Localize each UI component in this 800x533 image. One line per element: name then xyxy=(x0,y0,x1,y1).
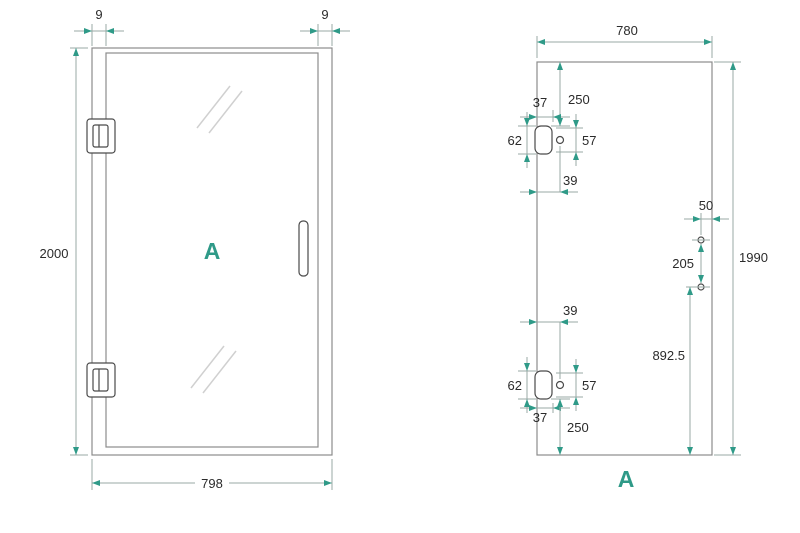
dim-label-bottom-hinge-cutout-height: 62 xyxy=(508,378,522,393)
dim-label-top-hinge-center-offset: 39 xyxy=(563,173,577,188)
dim-label-bottom-hinge-edge-offset: 37 xyxy=(533,410,547,425)
dim-bottom-hinge-center-offset: 39 xyxy=(520,303,578,379)
dim-label-handle-edge-offset: 50 xyxy=(699,198,713,213)
dim-handle-hole-spacing: 205 xyxy=(672,239,710,288)
dim-label-top-hinge-from-top: 250 xyxy=(568,92,590,107)
top-hinge-cutout xyxy=(534,125,565,155)
door-frame xyxy=(91,47,333,456)
dim-bottom-hinge-edge-offset: 37 xyxy=(520,403,570,425)
dim-top-hinge-cutout-height: 62 xyxy=(508,112,536,168)
dim-label-bottom-hinge-center-offset: 39 xyxy=(563,303,577,318)
dim-handle-from-bottom: 892.5 xyxy=(652,287,693,455)
dim-label-bottom-hinge-from-bottom: 250 xyxy=(567,420,589,435)
bottom-hinge-cutout xyxy=(534,370,565,400)
door-elevation-view: A 9 9 2000 798 xyxy=(40,7,350,491)
bottom-hinge xyxy=(86,362,116,398)
dim-label-top-hinge-cutout-height: 62 xyxy=(508,133,522,148)
dim-handle-edge-offset: 50 xyxy=(684,198,729,235)
dim-label-bottom-hinge-inner-height: 57 xyxy=(582,378,596,393)
dim-door-width: 798 xyxy=(91,459,333,491)
dim-top-hinge-edge-offset: 37 xyxy=(520,95,570,122)
dim-top-hinge-from-top: 250 xyxy=(551,62,590,127)
view-label-a-left: A xyxy=(204,238,221,264)
top-hinge xyxy=(86,118,116,154)
glass-reflection-lines xyxy=(190,85,243,394)
dim-frame-right: 9 xyxy=(300,7,350,46)
dim-panel-height: 1990 xyxy=(714,61,768,456)
dim-panel-width: 780 xyxy=(536,23,713,58)
dim-door-height: 2000 xyxy=(40,47,88,456)
dim-label-frame-right: 9 xyxy=(321,7,328,22)
dim-bottom-hinge-from-bottom: 250 xyxy=(551,398,589,455)
dim-label-handle-from-bottom: 892.5 xyxy=(652,348,685,363)
dim-label-door-width: 798 xyxy=(201,476,223,491)
dim-top-hinge-center-offset: 39 xyxy=(520,146,578,195)
dim-bottom-hinge-cutout-height: 62 xyxy=(508,357,536,413)
dim-bottom-hinge-inner-height: 57 xyxy=(556,359,596,411)
dim-label-door-height: 2000 xyxy=(40,246,69,261)
dim-label-frame-left: 9 xyxy=(95,7,102,22)
view-label-a-right: A xyxy=(618,466,635,492)
dim-label-top-hinge-inner-height: 57 xyxy=(582,133,596,148)
dim-label-top-hinge-edge-offset: 37 xyxy=(533,95,547,110)
dim-label-panel-width: 780 xyxy=(616,23,638,38)
dim-label-backing xyxy=(195,476,229,491)
dim-label-handle-hole-spacing: 205 xyxy=(672,256,694,271)
glass-panel-view: A 780 1990 250 37 xyxy=(508,23,768,492)
dim-label-panel-height: 1990 xyxy=(739,250,768,265)
glass-panel-outline xyxy=(536,61,713,456)
door-handle xyxy=(298,220,309,277)
dim-frame-left: 9 xyxy=(74,7,124,46)
